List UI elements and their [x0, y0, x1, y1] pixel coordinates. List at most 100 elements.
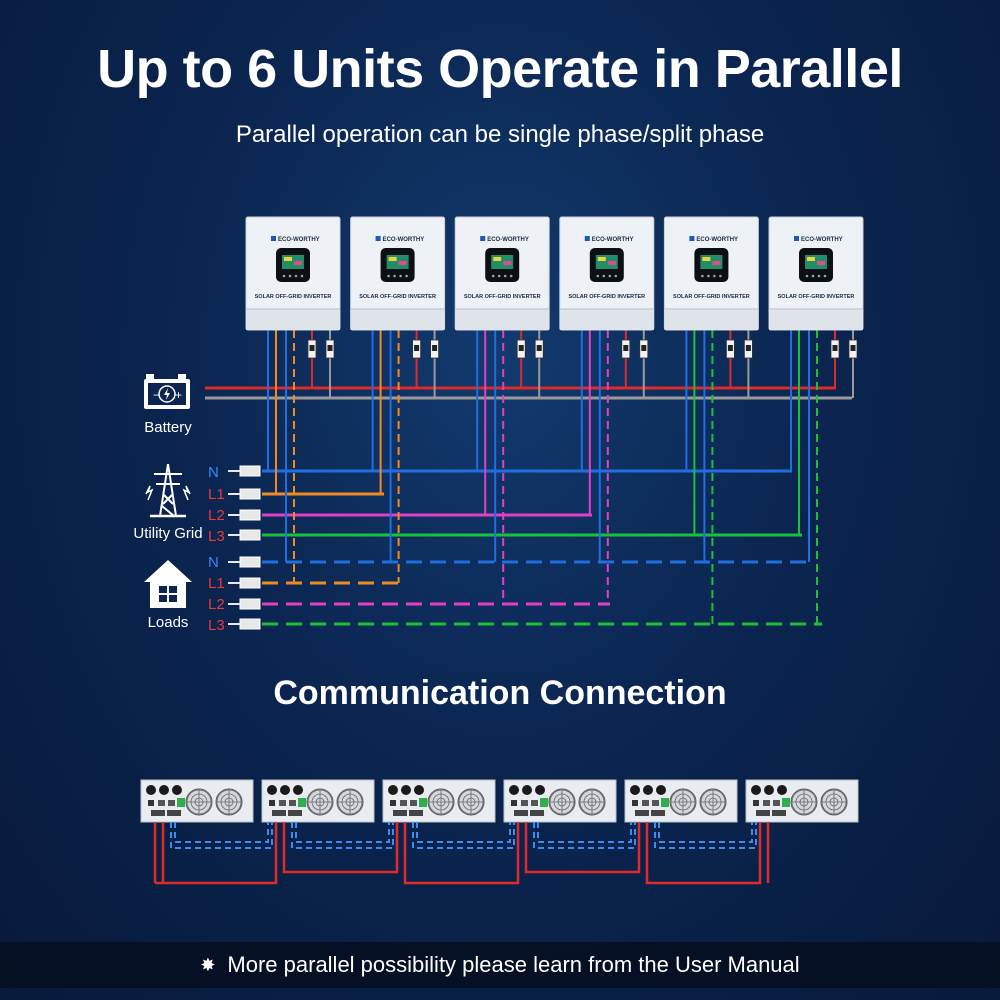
comm-cable-blue: [174, 822, 269, 843]
loads-n-label: N: [208, 554, 219, 571]
inverter-display-bar: [294, 261, 302, 265]
breaker-switch: [623, 345, 629, 351]
inverter-button-icon: [707, 274, 710, 278]
battery-icon: − +: [144, 374, 190, 409]
comm-port-icon: [151, 810, 165, 816]
inverter-brand: ECO-WORTHY: [592, 237, 634, 243]
rj45-port-icon: [531, 800, 538, 806]
inverter-button-icon: [393, 274, 396, 278]
rj45-port-icon: [289, 800, 296, 806]
comm-port-icon: [530, 810, 544, 816]
parallel-cable-red: [403, 822, 520, 885]
ac-port-icon: [643, 785, 653, 795]
inverter-brand: ECO-WORTHY: [487, 237, 529, 243]
inverter-model: SOLAR OFF-GRID INVERTER: [673, 294, 750, 300]
rear-panel-unit: [745, 779, 859, 823]
rj45-port-icon: [521, 800, 528, 806]
rj45-port-icon: [158, 800, 165, 806]
communication-title: Communication Connection: [273, 674, 727, 712]
inverter-model: SOLAR OFF-GRID INVERTER: [778, 294, 855, 300]
battery-label: Battery: [144, 419, 192, 436]
ac-port-icon: [777, 785, 787, 795]
inverter-button-icon: [405, 274, 408, 278]
inverter-base: [664, 309, 759, 330]
comm-cable-blue: [291, 822, 394, 849]
grid-n-label: N: [208, 464, 219, 481]
inverter-button-icon: [701, 274, 704, 278]
utility-grid-label: Utility Grid: [133, 525, 202, 542]
rj45-port-icon: [773, 800, 780, 806]
inverter-unit: ECO-WORTHY SOLAR OFF-GRID INVERTER: [350, 216, 446, 331]
inverter-base: [246, 309, 340, 330]
rear-panel-unit: [382, 779, 496, 823]
comm-port-icon: [272, 810, 286, 816]
ac-port-icon: [764, 785, 774, 795]
ac-port-icon: [267, 785, 277, 795]
switch-icon: [269, 800, 275, 806]
inverter-model: SOLAR OFF-GRID INVERTER: [359, 294, 436, 300]
inverter-button-icon: [805, 274, 809, 278]
inverter-button-icon: [288, 274, 292, 278]
switch-icon: [753, 800, 759, 806]
rj45-port-icon: [652, 800, 659, 806]
terminal-green-icon: [177, 798, 185, 807]
comm-port-icon: [756, 810, 770, 816]
brand-logo-icon: [794, 236, 799, 241]
inverter-model: SOLAR OFF-GRID INVERTER: [464, 294, 541, 300]
rj45-port-icon: [642, 800, 649, 806]
terminal-block: [239, 509, 261, 521]
loads-l1-label: L1: [208, 575, 225, 592]
inverter-unit: ECO-WORTHY SOLAR OFF-GRID INVERTER: [454, 216, 550, 331]
ac-port-icon: [509, 785, 519, 795]
comm-cable-blue: [412, 822, 515, 849]
inverter-row: ECO-WORTHY SOLAR OFF-GRID INVERTER ECO-WOR…: [245, 216, 864, 331]
inverter-button-icon: [497, 274, 501, 278]
grid-l3-label: L3: [208, 528, 225, 545]
breaker-switch: [414, 345, 420, 351]
rj45-port-icon: [279, 800, 286, 806]
breaker-switch: [518, 345, 524, 351]
inverter-display-bar: [493, 257, 502, 261]
ac-port-icon: [280, 785, 290, 795]
breaker-switch: [727, 345, 733, 351]
breaker-switch: [309, 345, 315, 351]
inverter-display-bar: [702, 257, 711, 261]
ac-port-icon: [146, 785, 156, 795]
inverter-display-bar: [712, 261, 721, 265]
terminal-block: [239, 465, 261, 477]
terminal-block: [239, 618, 261, 630]
inverter-button-icon: [509, 274, 513, 278]
loads-label: Loads: [148, 614, 189, 631]
comm-cable-blue: [416, 822, 511, 843]
comm-cable-blue: [533, 822, 636, 849]
communication-diagram: [140, 779, 859, 885]
star-icon: ✸: [200, 954, 216, 975]
inverter-brand: ECO-WORTHY: [383, 237, 425, 243]
ac-port-icon: [388, 785, 398, 795]
inverter-button-icon: [399, 274, 402, 278]
breaker-switch: [432, 345, 438, 351]
inverter-brand: ECO-WORTHY: [801, 237, 843, 243]
comm-cable-blue: [658, 822, 753, 843]
switch-icon: [511, 800, 517, 806]
comm-port-icon: [635, 810, 649, 816]
inverter-button-icon: [614, 274, 618, 278]
inverter-button-icon: [491, 274, 495, 278]
breaker-switch: [327, 345, 333, 351]
ac-port-icon: [522, 785, 532, 795]
breaker-switch: [641, 345, 647, 351]
inverter-button-icon: [300, 274, 304, 278]
ac-port-icon: [656, 785, 666, 795]
svg-text:+: +: [175, 388, 182, 402]
wiring-layer: [205, 330, 858, 630]
inverter-model: SOLAR OFF-GRID INVERTER: [255, 294, 332, 300]
inverter-button-icon: [713, 274, 716, 278]
page-subtitle: Parallel operation can be single phase/s…: [235, 121, 765, 148]
inverter-button-icon: [503, 274, 507, 278]
terminal-block: [239, 529, 261, 541]
inverter-brand: ECO-WORTHY: [696, 237, 738, 243]
brand-logo-icon: [375, 236, 381, 241]
loads-l3-label: L3: [208, 617, 225, 634]
